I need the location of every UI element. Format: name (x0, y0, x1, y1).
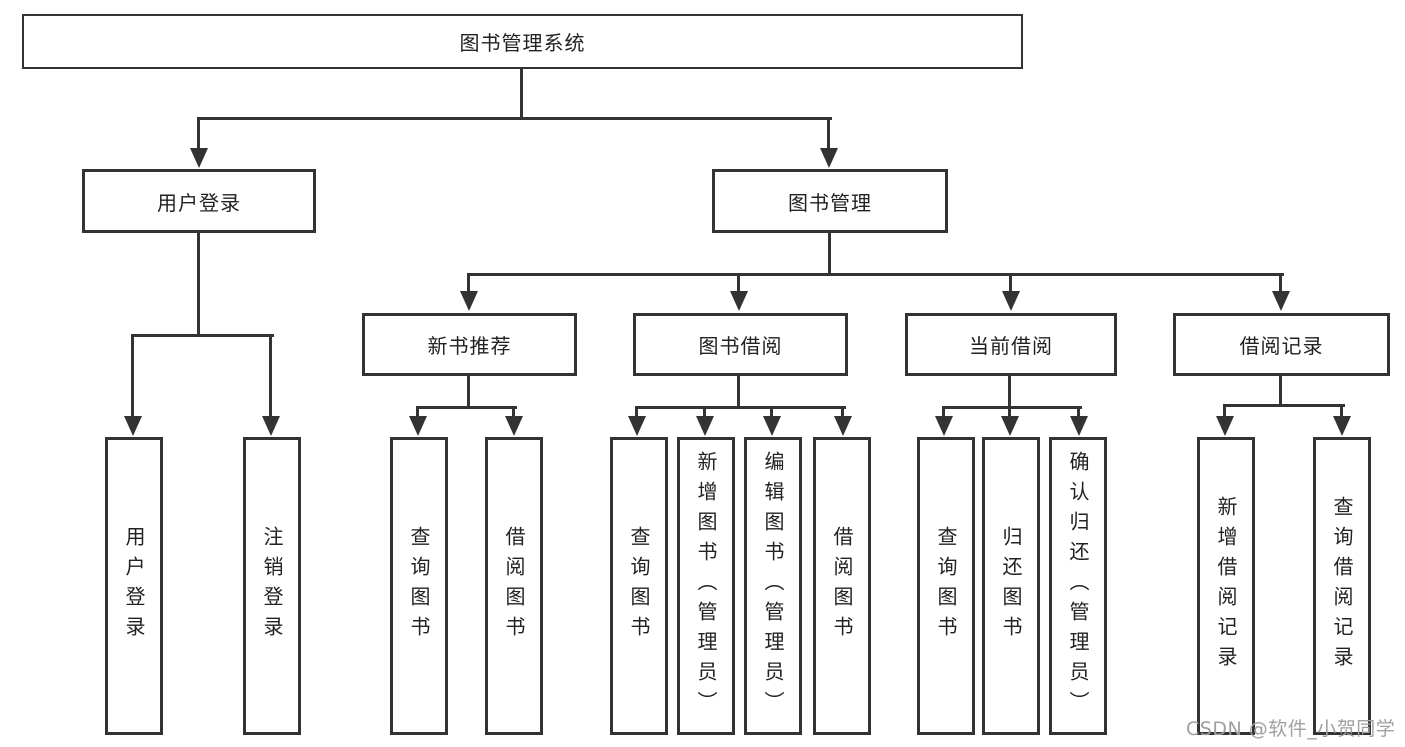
leaf-edit-book-admin: 编辑图书（管理员） (744, 437, 802, 735)
arrow-down-icon (763, 416, 781, 436)
edge-line (942, 406, 1082, 409)
edge-line (1279, 375, 1282, 407)
edge-line (737, 375, 740, 408)
edge-line (827, 117, 830, 151)
node-label: 图书借阅 (698, 334, 783, 358)
edge-line (467, 375, 470, 408)
edge-line (770, 406, 773, 420)
edge-line (197, 232, 200, 336)
leaf-label: 归还图书 (999, 526, 1023, 646)
arrow-down-icon (190, 148, 208, 168)
edge-line (1223, 404, 1226, 420)
edge-line (1008, 406, 1011, 420)
edge-line (198, 117, 832, 120)
leaf-label: 编辑图书（管理员） (761, 451, 785, 721)
node-new-book-recommend: 新书推荐 (362, 313, 577, 376)
leaf-label: 查询借阅记录 (1330, 496, 1354, 676)
node-current-borrow: 当前借阅 (905, 313, 1117, 376)
arrow-down-icon (696, 416, 714, 436)
leaf-logout: 注销登录 (243, 437, 301, 735)
node-label: 用户登录 (157, 190, 241, 215)
edge-line (942, 406, 945, 420)
edge-line (1279, 273, 1282, 293)
node-book-borrow: 图书借阅 (633, 313, 848, 376)
edge-line (132, 334, 274, 337)
edge-line (416, 406, 517, 409)
leaf-label: 借阅图书 (502, 526, 526, 646)
edge-line (635, 406, 846, 409)
leaf-confirm-return-admin: 确认归还（管理员） (1049, 437, 1107, 735)
arrow-down-icon (1070, 416, 1088, 436)
edge-line (635, 406, 638, 420)
arrow-down-icon (1001, 416, 1019, 436)
edge-line (737, 273, 740, 293)
leaf-add-book-admin: 新增图书（管理员） (677, 437, 735, 735)
node-label: 图书管理系统 (459, 31, 586, 55)
arrow-down-icon (505, 416, 523, 436)
edge-line (512, 406, 515, 420)
leaf-label: 新增借阅记录 (1214, 496, 1238, 676)
edge-line (828, 232, 831, 276)
node-label: 新书推荐 (427, 334, 512, 358)
arrow-down-icon (834, 416, 852, 436)
csdn-watermark: CSDN @软件_小贺同学 (1186, 718, 1396, 740)
arrow-down-icon (820, 148, 838, 168)
leaf-label: 查询图书 (627, 526, 651, 646)
leaf-label: 用户登录 (122, 526, 146, 646)
leaf-add-borrow-record: 新增借阅记录 (1197, 437, 1255, 735)
node-label: 借阅记录 (1239, 334, 1324, 358)
arrow-down-icon (1333, 416, 1351, 436)
node-label: 当前借阅 (969, 334, 1053, 358)
edge-line (1340, 404, 1343, 420)
leaf-label: 查询图书 (934, 526, 958, 646)
edge-line (1008, 375, 1011, 408)
node-label: 图书管理 (788, 190, 872, 215)
edge-line (416, 406, 419, 420)
leaf-borrow-query-book: 查询图书 (610, 437, 668, 735)
edge-line (269, 334, 272, 418)
leaf-label: 注销登录 (260, 526, 284, 646)
arrow-down-icon (628, 416, 646, 436)
edge-line (1077, 406, 1080, 420)
edge-line (841, 406, 844, 420)
node-user-login: 用户登录 (82, 169, 316, 233)
arrow-down-icon (262, 416, 280, 436)
leaf-recommend-borrow-book: 借阅图书 (485, 437, 543, 735)
arrow-down-icon (1216, 416, 1234, 436)
leaf-return-book: 归还图书 (982, 437, 1040, 735)
arrow-down-icon (730, 291, 748, 311)
leaf-label: 借阅图书 (830, 526, 854, 646)
arrow-down-icon (1002, 291, 1020, 311)
node-book-management: 图书管理 (712, 169, 948, 233)
arrow-down-icon (124, 416, 142, 436)
leaf-borrow-book: 借阅图书 (813, 437, 871, 735)
leaf-current-query-book: 查询图书 (917, 437, 975, 735)
leaf-label: 查询图书 (407, 526, 431, 646)
leaf-user-login: 用户登录 (105, 437, 163, 735)
arrow-down-icon (409, 416, 427, 436)
leaf-label: 确认归还（管理员） (1066, 451, 1090, 721)
leaf-query-borrow-record: 查询借阅记录 (1313, 437, 1371, 735)
leaf-recommend-query-book: 查询图书 (390, 437, 448, 735)
leaf-label: 新增图书（管理员） (694, 451, 718, 721)
edge-line (520, 68, 523, 120)
edge-line (703, 406, 706, 420)
node-borrow-records: 借阅记录 (1173, 313, 1390, 376)
arrow-down-icon (935, 416, 953, 436)
edge-line (467, 273, 470, 293)
edge-line (468, 273, 1284, 276)
arrow-down-icon (1272, 291, 1290, 311)
arrow-down-icon (460, 291, 478, 311)
edge-line (197, 117, 200, 151)
edge-line (131, 334, 134, 418)
node-root-system: 图书管理系统 (22, 14, 1023, 69)
edge-line (1223, 404, 1345, 407)
edge-line (1009, 273, 1012, 293)
